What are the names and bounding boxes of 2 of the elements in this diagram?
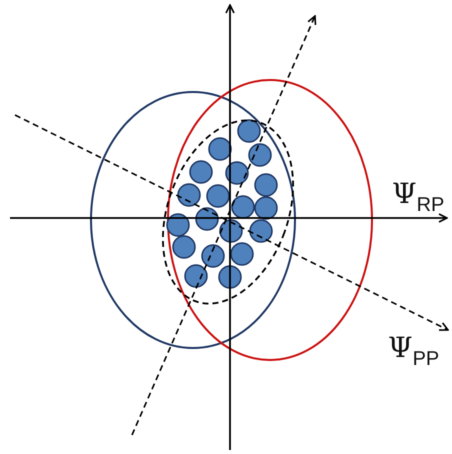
plane-angle-label: Ψ$_{PP}$ [388,334,440,369]
plane-angle-label: Ψ$_{RP}$ [392,180,444,215]
